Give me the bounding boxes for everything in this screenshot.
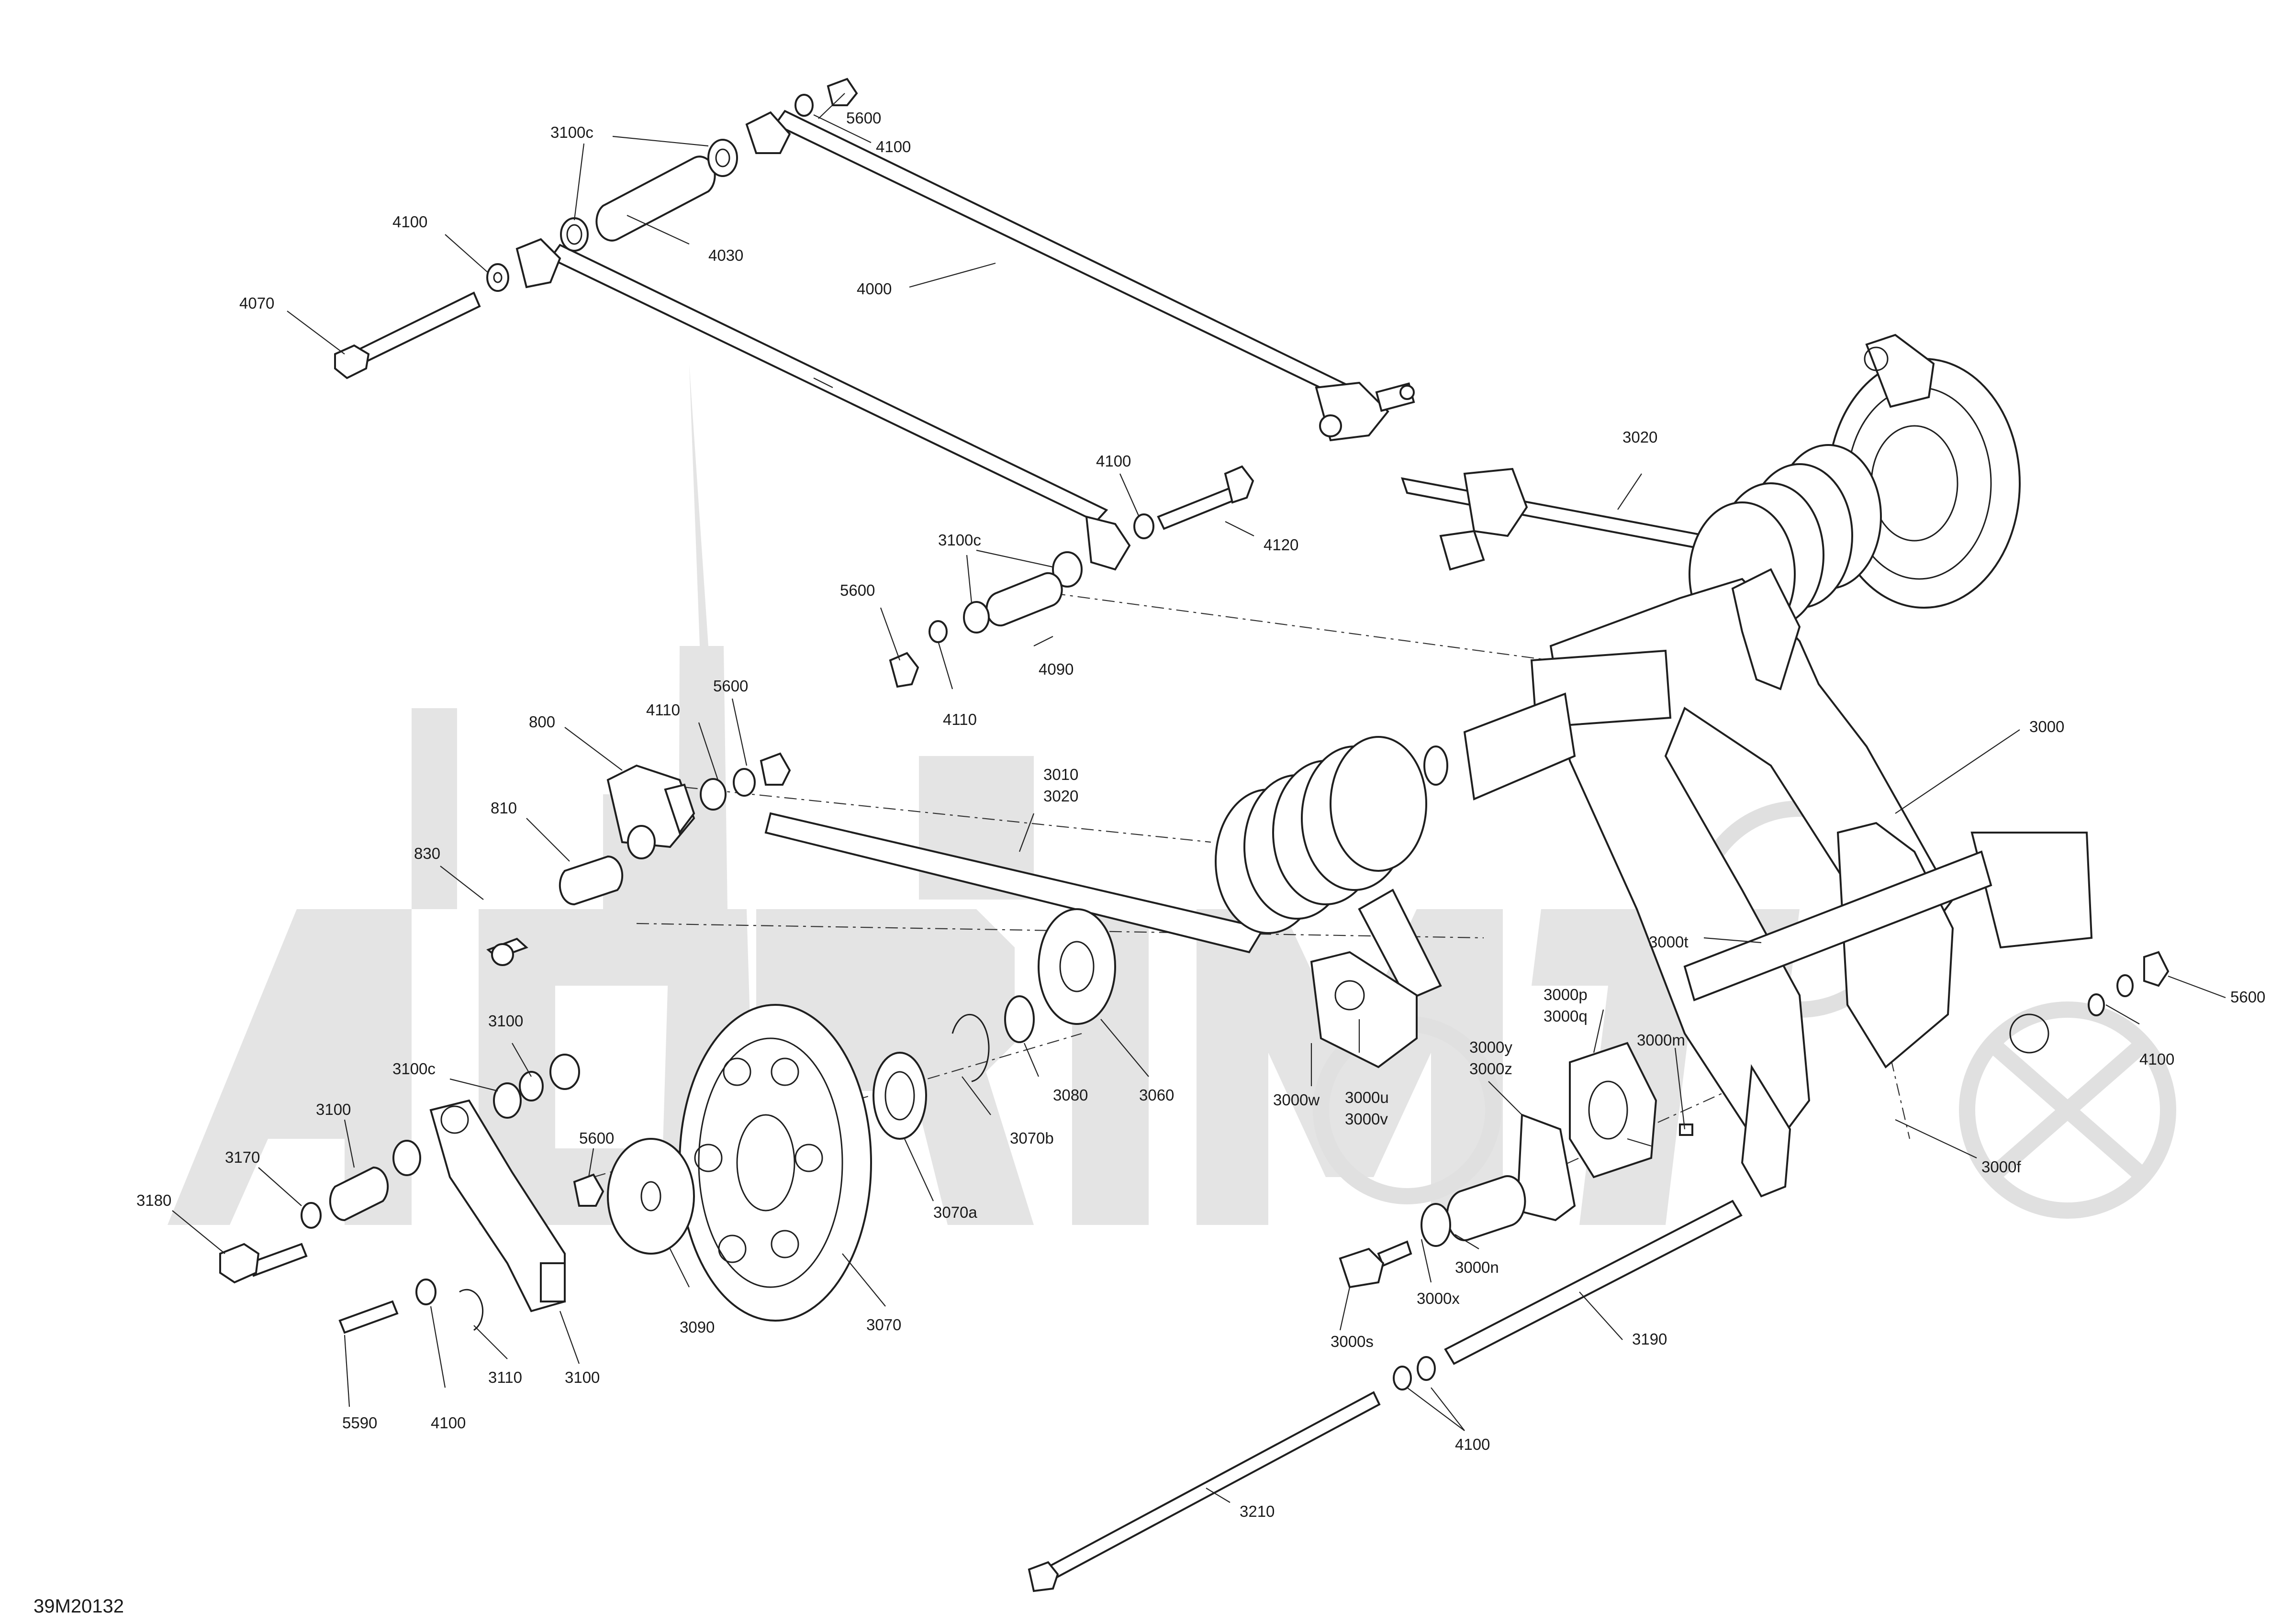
callout-3100: 3100 — [565, 1368, 600, 1386]
callout-4110: 4110 — [646, 701, 680, 719]
callout-5600: 5600 — [846, 109, 881, 127]
leader-lines — [172, 93, 2226, 1503]
callout-3060: 3060 — [1139, 1086, 1174, 1104]
callout-5600: 5600 — [840, 581, 875, 599]
torsion-spring-coils — [1215, 736, 1427, 934]
shaft-3210 — [1028, 1391, 1381, 1592]
callout-4100: 4100 — [1096, 452, 1131, 470]
sensor-cover-assembly — [1310, 951, 1693, 1289]
callout-3070: 3070 — [866, 1316, 901, 1334]
callout-4100: 4100 — [1455, 1435, 1490, 1453]
upper-hardware — [486, 78, 858, 292]
callout-3000f: 3000f — [1981, 1158, 2021, 1176]
bolt-4070 — [334, 291, 481, 379]
callout-3110: 3110 — [488, 1368, 522, 1386]
callout-3070b: 3070b — [1010, 1129, 1054, 1147]
callout-5600: 5600 — [2230, 988, 2265, 1006]
callout-830: 830 — [414, 845, 440, 862]
callout-3000y: 3000y — [1469, 1038, 1512, 1056]
middle-hardware — [889, 465, 1254, 688]
pivot-block-800 — [486, 752, 791, 966]
callout-3000n: 3000n — [1455, 1258, 1499, 1276]
callout-3000u: 3000u — [1345, 1089, 1389, 1106]
lower-arm-3100 — [219, 1054, 604, 1334]
callout-3170: 3170 — [225, 1148, 260, 1166]
callout-3000q: 3000q — [1544, 1007, 1588, 1025]
callout-3190: 3190 — [1632, 1330, 1667, 1348]
callout-4000: 4000 — [857, 280, 892, 298]
callout-3100c: 3100c — [550, 123, 593, 141]
callout-3020: 3020 — [1622, 428, 1657, 446]
callout-3000t: 3000t — [1649, 933, 1689, 951]
callout-3100c: 3100c — [392, 1060, 436, 1078]
callout-4090: 4090 — [1039, 660, 1074, 678]
drawing-reference-code: 39M20132 — [34, 1596, 124, 1617]
callout-3070a: 3070a — [933, 1203, 977, 1221]
torsion-spring-3010 — [764, 736, 1442, 1001]
callout-3000v: 3000v — [1345, 1110, 1388, 1128]
callout-3000z: 3000z — [1469, 1060, 1512, 1078]
callout-3100: 3100 — [488, 1012, 523, 1030]
axle-3190 — [1393, 1200, 1743, 1390]
callout-4070: 4070 — [239, 294, 274, 312]
callout-4120: 4120 — [1264, 536, 1298, 554]
callout-3000w: 3000w — [1273, 1091, 1320, 1109]
callout-5600: 5600 — [713, 677, 748, 695]
callout-3010: 3010 — [1043, 766, 1078, 783]
callout-4100: 4100 — [2139, 1050, 2174, 1068]
callout-4110: 4110 — [943, 711, 977, 728]
callout-4100: 4100 — [392, 213, 427, 231]
callout-800: 800 — [529, 713, 555, 731]
callout-5590: 5590 — [342, 1414, 377, 1432]
callout-3000s: 3000s — [1331, 1333, 1374, 1350]
callout-3000m: 3000m — [1637, 1031, 1685, 1049]
callout-3100: 3100 — [316, 1101, 351, 1118]
callout-3000x: 3000x — [1417, 1290, 1460, 1307]
callout-5600: 5600 — [579, 1129, 614, 1147]
callout-3180: 3180 — [136, 1191, 171, 1209]
callout-4100: 4100 — [431, 1414, 466, 1432]
callout-4100: 4100 — [876, 138, 911, 156]
callout-3100c: 3100c — [938, 531, 981, 549]
callout-3020: 3020 — [1043, 787, 1078, 805]
tie-rod-assembly-4000 — [515, 110, 1415, 571]
idler-wheel-3070 — [607, 908, 1116, 1322]
rear-arm-frame-3000 — [1423, 568, 2093, 1198]
callout-3000p: 3000p — [1544, 986, 1588, 1003]
callout-labels: 5600 4100 3100c 4100 4030 4070 4000 4100… — [136, 109, 2265, 1520]
callout-3000: 3000 — [2029, 718, 2064, 735]
callout-3080: 3080 — [1053, 1086, 1088, 1104]
callout-810: 810 — [491, 799, 517, 817]
callout-3210: 3210 — [1240, 1502, 1275, 1520]
right-side-hardware — [2088, 951, 2170, 1016]
callout-3090: 3090 — [680, 1318, 715, 1336]
callout-4030: 4030 — [708, 246, 743, 264]
